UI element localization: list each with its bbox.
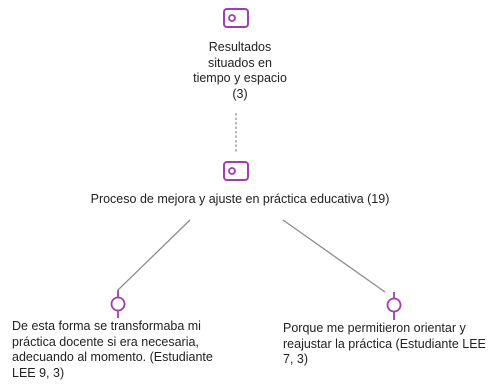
code-label-line: Proceso de mejora y ajuste en práctica e… — [90, 192, 390, 206]
code-label-resultados[interactable]: Resultados situados en tiempo y espacio … — [185, 40, 295, 102]
quotation-line: Porque me permitieron orientar y — [283, 321, 466, 335]
quotation-line: adecuando al momento. (Estudiante — [12, 350, 213, 364]
link-middle-to-right-quote — [282, 219, 386, 293]
quotation-line: LEE 9, 3) — [12, 365, 65, 380]
code-icon[interactable] — [223, 8, 249, 28]
quotation-icon[interactable] — [110, 290, 126, 318]
quotation-line: De esta forma se transformaba mi — [12, 319, 201, 333]
code-label-line: tiempo y espacio — [193, 71, 287, 85]
code-label-line: situados en — [208, 55, 272, 70]
code-label-line: (3) — [232, 86, 248, 101]
code-label-proceso[interactable]: Proceso de mejora y ajuste en práctica e… — [70, 192, 410, 208]
quotation-text-left[interactable]: De esta forma se transformaba mi práctic… — [12, 319, 213, 381]
code-icon[interactable] — [223, 161, 249, 181]
quotation-line: reajustar la práctica (Estudiante LEE — [283, 336, 486, 351]
code-label-line: Resultados — [208, 40, 272, 54]
quotation-text-right[interactable]: Porque me permitieron orientar y reajust… — [283, 321, 486, 368]
link-middle-to-left-quote — [117, 219, 191, 291]
quotation-line: práctica docente si era necesaria, — [12, 334, 199, 349]
quotation-icon[interactable] — [386, 292, 402, 320]
quotation-line: 7, 3) — [283, 352, 309, 366]
